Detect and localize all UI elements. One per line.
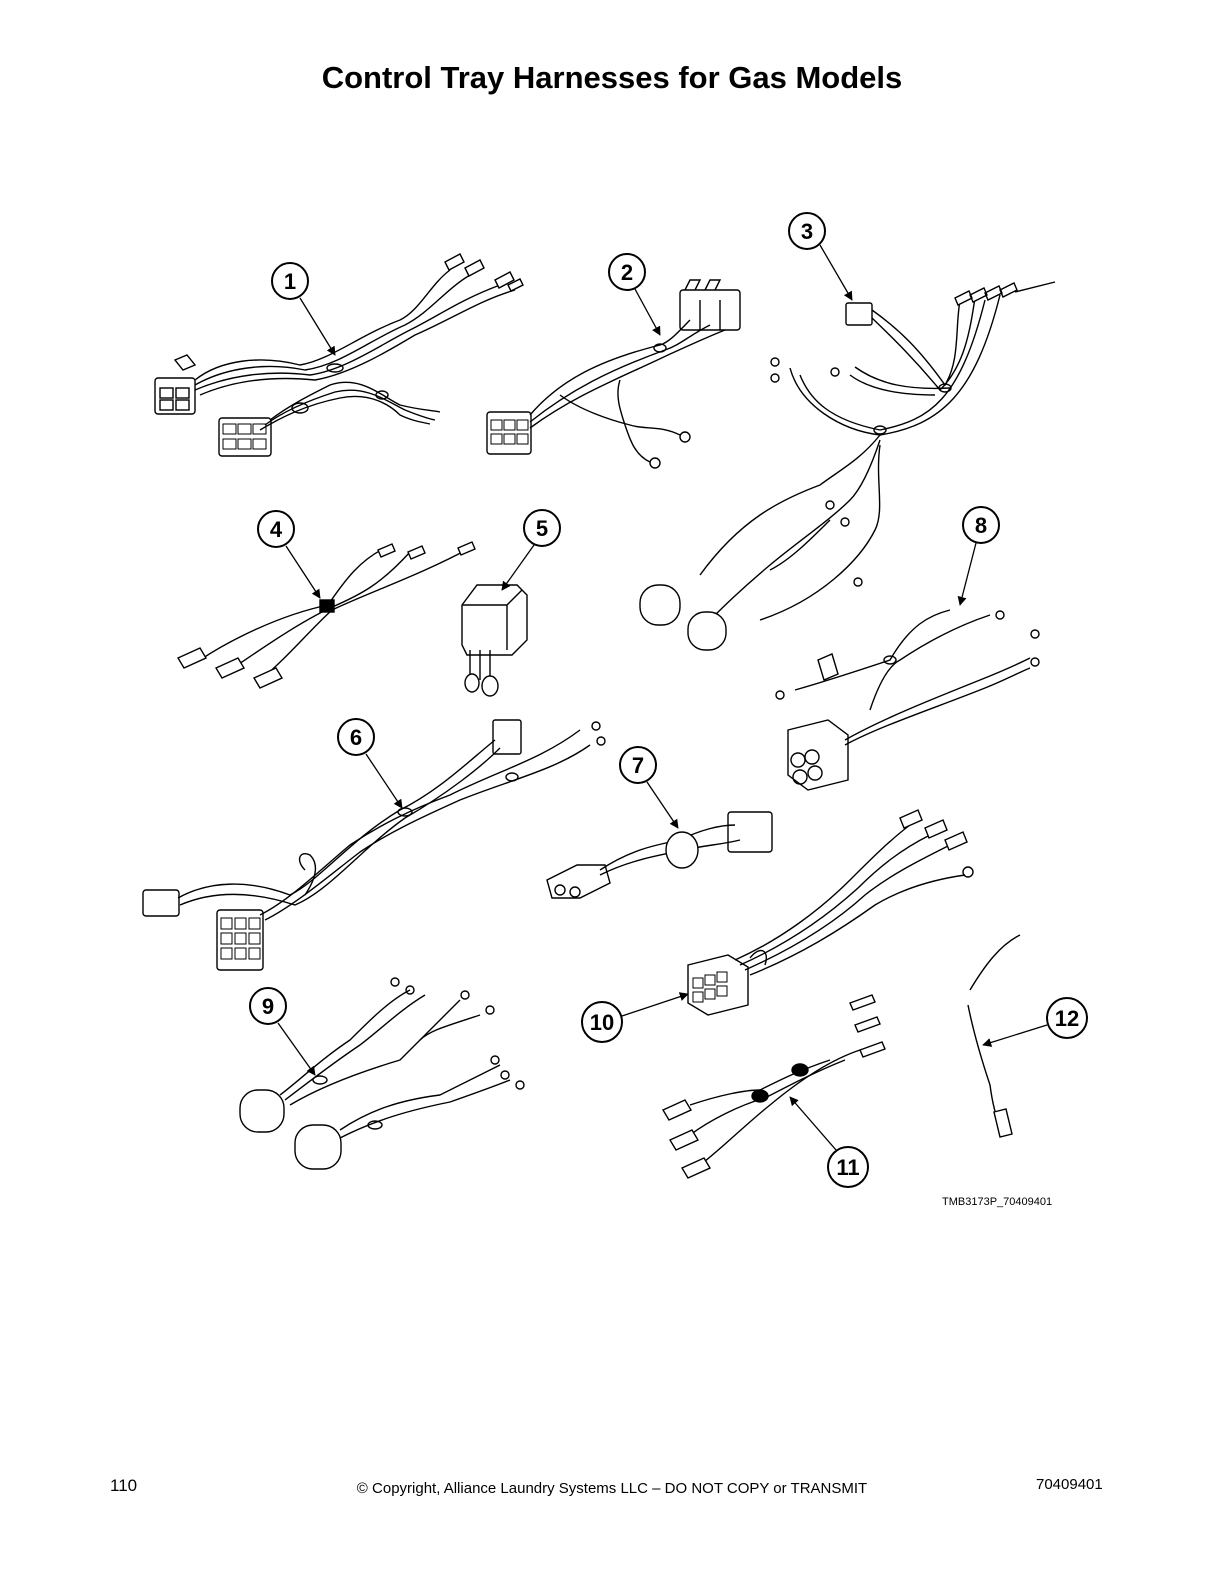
callout-5: 5	[501, 509, 561, 591]
page-title: Control Tray Harnesses for Gas Models	[321, 60, 903, 95]
svg-text:2: 2	[621, 260, 633, 285]
callout-7: 7	[619, 746, 679, 829]
copyright-notice: © Copyright, Alliance Laundry Systems LL…	[356, 1480, 868, 1497]
harness-8	[775, 609, 1040, 791]
figure-code: TMB3173P_70409401	[942, 1196, 1053, 1208]
callout-1: 1	[271, 262, 336, 356]
svg-text:4: 4	[270, 517, 283, 542]
callout-3: 3	[788, 212, 853, 301]
callout-6: 6	[337, 718, 403, 809]
svg-text:10: 10	[590, 1010, 614, 1035]
page-number: 110	[110, 1476, 138, 1495]
document-number: 70409401	[1036, 1476, 1103, 1493]
callout-2: 2	[608, 253, 661, 336]
svg-text:7: 7	[632, 753, 644, 778]
svg-text:6: 6	[350, 725, 362, 750]
svg-text:1: 1	[284, 269, 296, 294]
harness-9	[239, 977, 525, 1170]
harness-2	[486, 279, 741, 469]
callout-4: 4	[257, 510, 321, 599]
svg-text:5: 5	[536, 516, 548, 541]
svg-text:11: 11	[836, 1155, 859, 1180]
harness-11	[661, 994, 886, 1179]
svg-text:12: 12	[1055, 1006, 1079, 1031]
harness-6	[142, 719, 606, 971]
harness-3	[639, 281, 1056, 651]
callout-12: 12	[982, 997, 1088, 1047]
harness-1	[154, 253, 524, 457]
part-5	[461, 584, 528, 697]
svg-text:8: 8	[975, 513, 987, 538]
callout-8: 8	[957, 506, 1000, 606]
part-12	[967, 934, 1021, 1138]
callout-10: 10	[581, 992, 689, 1043]
callout-11: 11	[789, 1096, 869, 1188]
harness-7	[546, 811, 773, 899]
harness-4	[176, 541, 476, 689]
harness-10	[687, 809, 974, 1016]
callout-9: 9	[249, 987, 316, 1076]
svg-text:3: 3	[801, 219, 813, 244]
svg-text:9: 9	[262, 994, 274, 1019]
